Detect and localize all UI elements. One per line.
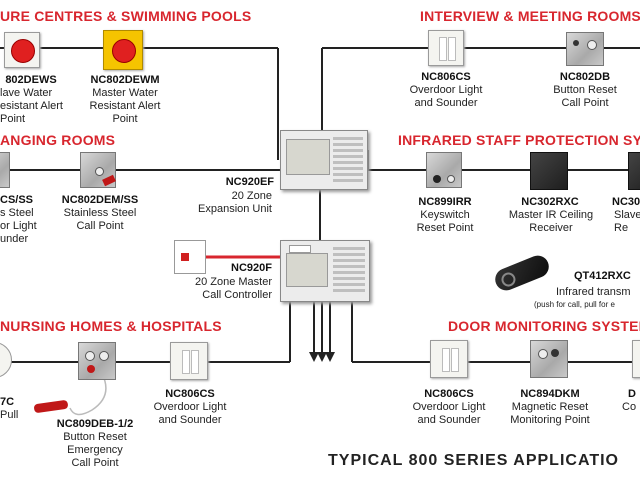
nc802dews-desc: lave Water esistant Alert Point bbox=[0, 87, 63, 125]
nc30-right-code: NC30 bbox=[612, 196, 640, 208]
nc899irr-device bbox=[426, 152, 462, 188]
d-right-desc: Co bbox=[622, 401, 637, 413]
qt412rxc-note: (push for call, pull for e bbox=[534, 300, 615, 309]
nc806cs-mid-device bbox=[170, 342, 208, 380]
diagram-title: TYPICAL 800 SERIES APPLICATIO bbox=[328, 452, 619, 469]
nc802dewm-device bbox=[103, 30, 143, 70]
nc920f-code: NC920F bbox=[231, 262, 272, 274]
nc809deb-code: NC809DEB-1/2 bbox=[56, 418, 134, 430]
nc806cs-top-code: NC806CS bbox=[421, 71, 471, 83]
header-infrared: INFRARED STAFF PROTECTION SYST bbox=[398, 132, 640, 148]
nc894dkm-desc: Magnetic Reset Monitoring Point bbox=[510, 401, 590, 426]
red-button-icon bbox=[112, 39, 136, 63]
nc899irr-code: NC899IRR bbox=[418, 196, 472, 208]
controller-callpoint-device bbox=[174, 240, 206, 274]
nc806cs-top-desc: Overdoor Light and Sounder bbox=[409, 84, 483, 109]
qt412rxc-desc: Infrared transm bbox=[556, 286, 631, 298]
nc7c-left-code: 7C bbox=[0, 396, 15, 408]
nc920ef-code: NC920EF bbox=[225, 176, 274, 188]
ncss-left-device bbox=[0, 152, 10, 188]
nc806cs-top-device bbox=[428, 30, 464, 66]
arrow-head-2 bbox=[317, 352, 327, 362]
nc802db-desc: Button Reset Call Point bbox=[553, 84, 617, 109]
nc30-right-desc: Slave I Re bbox=[614, 209, 640, 234]
nc920ef-desc: 20 Zone Expansion Unit bbox=[198, 190, 272, 215]
nc7c-left-desc: Pull bbox=[0, 409, 19, 421]
nc30-right-device bbox=[628, 152, 640, 190]
arrow-heads bbox=[309, 352, 335, 362]
nc802dews-code: 802DEWS bbox=[5, 74, 57, 86]
arrow-head-1 bbox=[309, 352, 319, 362]
nc802dews-device bbox=[4, 32, 40, 68]
ncss-left-code: CS/SS bbox=[0, 194, 34, 206]
nc920f-desc: 20 Zone Master Call Controller bbox=[194, 276, 272, 301]
nc802dewm-desc: Master Water Resistant Alert Point bbox=[89, 87, 161, 125]
nc302rxc-desc: Master IR Ceiling Receiver bbox=[508, 209, 594, 234]
d-right-code: D bbox=[628, 388, 636, 400]
qt412rxc-code: QT412RXC bbox=[574, 270, 631, 282]
nc806cs-mid-desc: Overdoor Light and Sounder bbox=[153, 401, 227, 426]
nc802db-device bbox=[566, 32, 604, 66]
arrow-head-3 bbox=[325, 352, 335, 362]
nc806cs-mid-code: NC806CS bbox=[165, 388, 215, 400]
red-button-icon bbox=[11, 39, 35, 63]
header-interview: INTERVIEW & MEETING ROOMS bbox=[420, 8, 640, 24]
nc894dkm-code: NC894DKM bbox=[520, 388, 580, 400]
nc802db-code: NC802DB bbox=[559, 71, 611, 83]
header-nursing: NURSING HOMES & HOSPITALS bbox=[0, 318, 222, 334]
nc920f-panel bbox=[280, 240, 370, 302]
nc809deb-device bbox=[78, 342, 116, 380]
ncss-left-desc: s Steel or Light under bbox=[0, 207, 37, 245]
nc806cs-door-desc: Overdoor Light and Sounder bbox=[412, 401, 486, 426]
nc302rxc-device bbox=[530, 152, 568, 190]
d-right-device bbox=[632, 340, 640, 378]
nc806cs-door-code: NC806CS bbox=[424, 388, 474, 400]
nc802dem-desc: Stainless Steel Call Point bbox=[63, 207, 137, 232]
nc802dem-device bbox=[80, 152, 116, 188]
nc809deb-desc: Button Reset Emergency Call Point bbox=[63, 431, 127, 469]
header-door: DOOR MONITORING SYSTEM bbox=[448, 318, 640, 334]
nc806cs-door-device bbox=[430, 340, 468, 378]
nc302rxc-code: NC302RXC bbox=[521, 196, 579, 208]
pull-cord bbox=[69, 369, 107, 416]
nc920ef-panel bbox=[280, 130, 368, 190]
bus-lines bbox=[0, 47, 640, 363]
nc802dewm-code: NC802DEWM bbox=[90, 74, 160, 86]
header-changing: ANGING ROOMS bbox=[0, 132, 116, 148]
header-leisure: URE CENTRES & SWIMMING POOLS bbox=[0, 8, 252, 24]
nc899irr-desc: Keyswitch Reset Point bbox=[416, 209, 474, 234]
nc894dkm-device bbox=[530, 340, 568, 378]
nc802dem-code: NC802DEM/SS bbox=[61, 194, 139, 206]
